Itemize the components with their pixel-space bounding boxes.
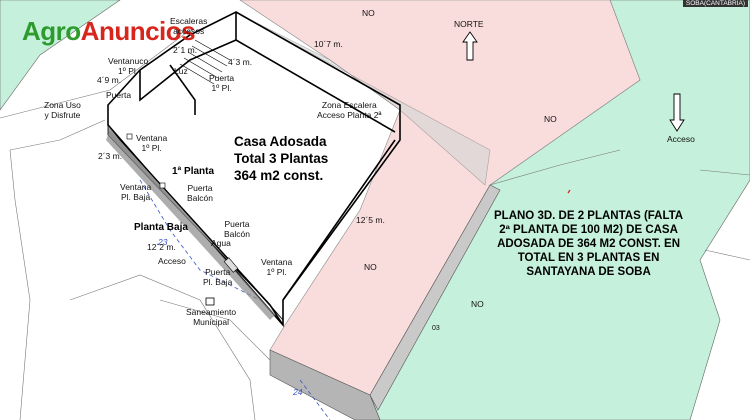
door-marker [223,257,239,273]
plot-line [9,119,106,151]
label-ventanuco: Ventanuco 1º Pl. [108,56,149,76]
label-dim-12-2: 12´2 m. [147,242,176,252]
label-no-center: NO [364,262,377,272]
planta-baja-slab [107,123,284,321]
label-dim-4-9: 4´9 m. [97,75,122,85]
label-zona-escalera: Zona Escalera Acceso Planta 2ª [317,100,382,120]
label-dim-2-1: 2´1 m. [173,45,198,55]
logo-part-2: Anuncios [80,16,196,46]
window-marker [126,133,133,140]
label-saneamiento: Saneamiento Municipal [186,307,237,327]
plot-line [0,29,191,119]
plan-description: PLANO 3D. DE 2 PLANTAS (FALTA 2ª PLANTA … [494,210,684,279]
stairs [179,39,231,85]
label-dim-10-7: 10´7 m. [314,39,343,49]
label-puerta-pl-baja: Puerta Pl. Baja [203,267,233,287]
grey-wall-right [369,184,501,411]
label-acceso-left: Acceso [158,256,186,266]
logo-part-1: Agro [22,16,81,46]
label-planta-baja: Planta Baja [134,222,188,233]
plot-line [704,249,750,261]
house-title: Casa Adosada Total 3 Plantas 364 m2 cons… [234,134,329,183]
grey-wall-top [234,11,491,186]
label-agua: Agua [211,238,231,248]
label-no-bottom: NO [471,299,484,309]
red-mark [567,189,571,194]
red-mark [519,241,523,246]
grey-wall [269,349,381,420]
label-planta-1: 1ª Planta [172,166,215,177]
label-puerta-balcon-2: Puerta Balcón [224,219,250,239]
blue-boundary [299,379,331,420]
label-dim-4-3: 4´3 m. [228,57,253,67]
label-acceso-right: Acceso [667,134,695,144]
label-zona-uso: Zona Uso y Disfrute [44,100,81,120]
label-num-23: 23 [158,237,168,247]
acceso-down-arrow-icon [669,93,685,132]
label-luz: Luz [174,66,188,76]
label-no-top: NO [362,8,375,18]
plot-line [69,274,256,420]
label-escaleras: Escaleras accesos [170,16,208,36]
label-num-24: 24 [293,387,303,397]
label-dim-12-5: 12´5 m. [356,215,385,225]
window-marker [159,182,166,189]
label-ventana-pl-baja: Ventana Pl. Baja [120,182,152,202]
plot-line [9,149,31,420]
label-norte: NORTE [454,19,484,29]
label-puerta-balcon-1: Puerta Balcón [187,183,213,203]
north-arrow-icon [462,31,478,61]
label-puerta-1pl: Puerta 1º Pl. [209,73,235,93]
plot-line [699,169,750,176]
plot-line [159,299,271,361]
label-dim-2-3: 2´3 m. [98,151,123,161]
window-marker [205,297,215,306]
planta-baja-wall [106,130,275,320]
blue-boundary [139,179,261,301]
plot-line [489,149,621,186]
region-watermark: SOBA(CANTABRIA) [682,0,748,7]
green-parcel-topleft [0,0,121,111]
label-no-right: NO [544,114,557,124]
label-puerta-left: Puerta [106,90,132,100]
agroanuncios-logo: AgroAnuncios [22,16,196,47]
label-ventana-1pl-b: Ventana 1º Pl. [261,257,293,277]
label-num-03: 03 [432,325,440,332]
label-ventana-1pl-a: Ventana 1º Pl. [136,133,168,153]
